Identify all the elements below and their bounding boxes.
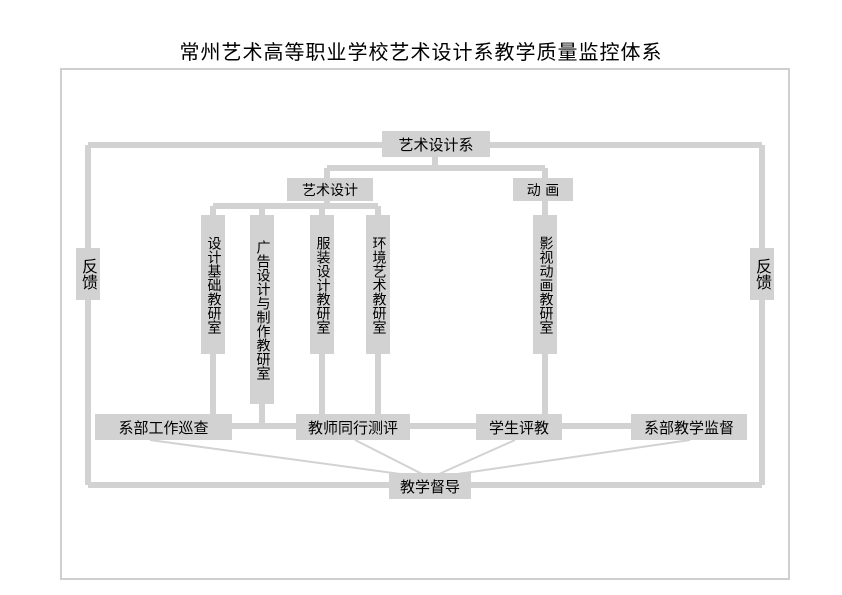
film-animation-node: 影视动画教研室	[533, 215, 557, 354]
art-design-node: 艺术设计	[287, 178, 373, 201]
fashion-node: 服装设计教研室	[310, 215, 334, 354]
diagram-frame	[60, 68, 790, 580]
feedback-left-node: 反馈	[76, 248, 100, 300]
student-review-node: 学生评教	[476, 414, 562, 440]
dept-supervision-node: 系部教学监督	[631, 414, 747, 440]
root-node: 艺术设计系	[382, 131, 490, 157]
peer-review-node: 教师同行测评	[296, 414, 410, 440]
supervision-node: 教学督导	[389, 473, 471, 499]
inspection-to-supervision-line	[149, 439, 431, 479]
student-to-supervision-line	[429, 439, 516, 479]
peer-to-supervision-line	[354, 439, 431, 479]
page-title: 常州艺术高等职业学校艺术设计系教学质量监控体系	[179, 40, 663, 64]
environment-node: 环境艺术教研室	[366, 215, 390, 354]
advertising-node: 广告设计与制作教研室	[250, 215, 274, 404]
feedback-right-node: 反馈	[750, 248, 774, 300]
design-basics-node: 设计基础教研室	[201, 215, 225, 354]
animation-node: 动 画	[513, 178, 573, 201]
dept-inspection-node: 系部工作巡查	[95, 414, 232, 440]
deptsup-to-supervision-line	[429, 439, 691, 479]
